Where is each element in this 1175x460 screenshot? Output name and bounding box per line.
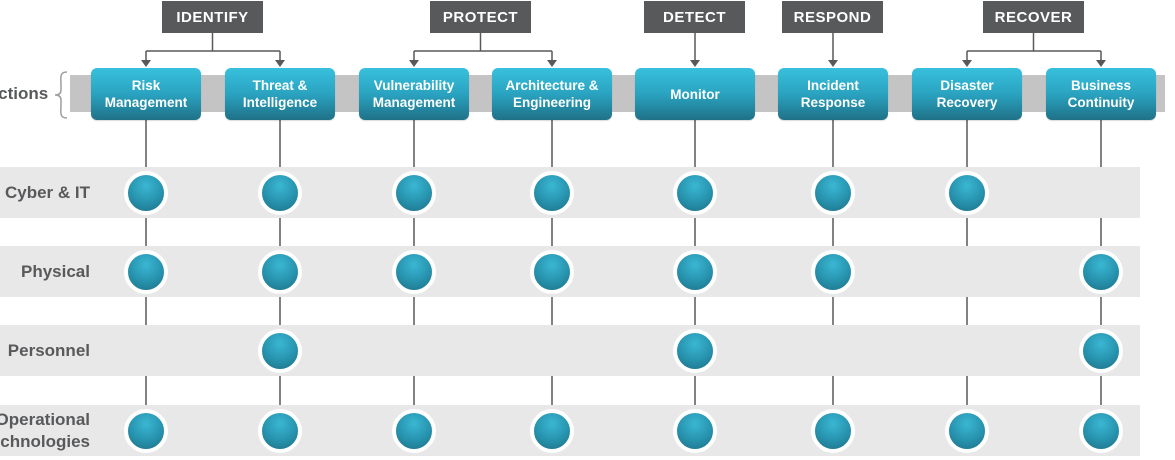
function-label-line1: Incident xyxy=(807,78,859,93)
coverage-dot xyxy=(945,171,989,215)
arrow-head xyxy=(141,60,151,67)
row-label: Cyber & IT xyxy=(5,182,90,204)
function-label-line1: Vulnerability xyxy=(373,78,455,93)
coverage-dot xyxy=(258,329,302,373)
coverage-dot xyxy=(811,250,855,294)
function-label-line2: Continuity xyxy=(1067,95,1135,110)
coverage-dot xyxy=(392,409,436,453)
coverage-dot xyxy=(124,250,168,294)
functions-label-text: Functions xyxy=(0,84,49,103)
phase-header-respond: RESPOND xyxy=(782,1,883,33)
coverage-dot xyxy=(258,409,302,453)
coverage-dot xyxy=(530,409,574,453)
function-label-line2: Engineering xyxy=(512,95,591,110)
arrow-head xyxy=(1096,60,1106,67)
row-label: Personnel xyxy=(8,340,90,362)
function-label-line2: Management xyxy=(372,95,456,110)
row-label: Physical xyxy=(21,261,90,283)
row-label-line2: Technologies xyxy=(0,432,90,451)
phase-label: IDENTIFY xyxy=(176,8,249,26)
row-label-line1: Personnel xyxy=(7,341,90,360)
coverage-dot xyxy=(673,409,717,453)
function-label-line2: Intelligence xyxy=(242,95,318,110)
phase-label: PROTECT xyxy=(442,8,519,26)
arrow-head xyxy=(828,60,838,67)
arrow-head xyxy=(409,60,419,67)
function-label: Monitor xyxy=(670,86,720,103)
phase-label: DETECT xyxy=(663,8,726,26)
arrow-head xyxy=(547,60,557,67)
function-box: Architecture & Engineering xyxy=(492,68,612,120)
function-label-line1: Architecture & xyxy=(505,78,599,93)
function-box: Monitor xyxy=(635,68,755,120)
coverage-dot xyxy=(124,171,168,215)
function-label-line1: Disaster xyxy=(940,78,994,93)
function-box: Threat & Intelligence xyxy=(225,68,335,120)
coverage-dot xyxy=(258,250,302,294)
arrow-head xyxy=(962,60,972,67)
coverage-dot xyxy=(530,250,574,294)
function-label: Threat & Intelligence xyxy=(243,77,317,111)
function-label-line1: Risk xyxy=(131,78,161,93)
function-label-line1: Monitor xyxy=(670,86,720,102)
row-label-line1: Physical xyxy=(21,262,90,281)
coverage-dot xyxy=(945,409,989,453)
phase-header-protect: PROTECT xyxy=(430,1,531,33)
row-label: OperationalTechnologies xyxy=(0,409,90,453)
coverage-dot xyxy=(673,171,717,215)
coverage-dot xyxy=(124,409,168,453)
phase-label: RESPOND xyxy=(793,8,872,26)
coverage-dot xyxy=(1079,329,1123,373)
coverage-dot xyxy=(392,250,436,294)
row-label-line1: Operational xyxy=(0,410,90,429)
function-label: Architecture & Engineering xyxy=(505,77,598,111)
function-label-line1: Business xyxy=(1070,78,1132,93)
phase-label: RECOVER xyxy=(994,8,1073,26)
coverage-dot xyxy=(1079,409,1123,453)
phase-header-identify: IDENTIFY xyxy=(162,1,263,33)
coverage-dot xyxy=(1079,250,1123,294)
function-label-line2: Recovery xyxy=(936,95,998,110)
coverage-dot xyxy=(530,171,574,215)
functions-brace xyxy=(54,71,68,119)
coverage-dot xyxy=(392,171,436,215)
coverage-dot xyxy=(673,329,717,373)
function-label-line1: Threat & xyxy=(252,78,308,93)
coverage-dot xyxy=(811,409,855,453)
function-label-line2: Response xyxy=(800,95,866,110)
phase-header-recover: RECOVER xyxy=(983,1,1084,33)
coverage-dot xyxy=(811,171,855,215)
row-band xyxy=(0,325,1140,376)
functions-label: Functions xyxy=(0,82,48,106)
row-label-line1: Cyber & IT xyxy=(4,183,90,202)
coverage-dot xyxy=(258,171,302,215)
phase-header-detect: DETECT xyxy=(644,1,745,33)
coverage-dot xyxy=(673,250,717,294)
function-label-line2: Management xyxy=(104,95,188,110)
arrow-head xyxy=(275,60,285,67)
arrow-head xyxy=(690,60,700,67)
